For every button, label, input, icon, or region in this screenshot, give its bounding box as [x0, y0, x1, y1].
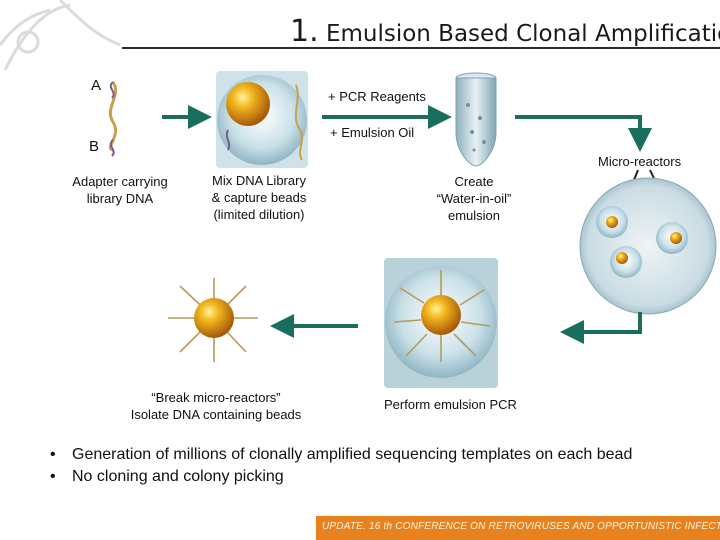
label-b: B [89, 138, 99, 155]
create-caption: Create “Water-in-oil” emulsion [418, 173, 530, 224]
mix-caption-line3: (limited dilution) [204, 206, 314, 223]
stethoscope-watermark [0, 0, 120, 70]
break-caption-line1: “Break micro-reactors” [110, 389, 322, 406]
emulsion-oil-label: + Emulsion Oil [330, 124, 414, 141]
break-caption: “Break micro-reactors” Isolate DNA conta… [110, 389, 322, 423]
pcr-reagents-label: + PCR Reagents [328, 88, 426, 105]
adapter-dna-strand-icon [110, 82, 115, 156]
adapter-caption-line1: Adapter carrying [56, 173, 184, 190]
title-divider [122, 47, 720, 49]
footer-text: UPDATE. 16 th CONFERENCE ON RETROVIRUSES… [322, 521, 720, 532]
create-caption-line1: Create [418, 173, 530, 190]
page-title: 1. Emulsion Based Clonal Amplification [290, 14, 720, 49]
title-text: Emulsion Based Clonal Amplification [326, 21, 720, 47]
create-caption-line3: emulsion [418, 207, 530, 224]
adapter-caption-line2: library DNA [56, 190, 184, 207]
mix-caption-line1: Mix DNA Library [204, 172, 314, 189]
pcr-droplet-image [384, 258, 498, 388]
mix-caption: Mix DNA Library & capture beads (limited… [204, 172, 314, 223]
break-caption-line2: Isolate DNA containing beads [110, 406, 322, 423]
bullet-text: Generation of millions of clonally ampli… [72, 446, 632, 463]
conference-footer: UPDATE. 16 th CONFERENCE ON RETROVIRUSES… [316, 516, 720, 540]
mix-caption-line2: & capture beads [204, 189, 314, 206]
title-number: 1. [290, 14, 319, 49]
micro-reactors-label: Micro-reactors [598, 153, 681, 170]
bead-in-droplet-image [216, 71, 308, 168]
bullet-item: •No cloning and colony picking [50, 466, 632, 488]
arrow-to-micro-reactors [515, 117, 640, 140]
isolated-bead-image [168, 278, 258, 362]
bullet-item: •Generation of millions of clonally ampl… [50, 444, 632, 466]
arrow-to-pcr [572, 312, 640, 332]
pcr-caption: Perform emulsion PCR [384, 396, 517, 413]
micro-reactor-dish-image [580, 170, 716, 314]
label-a: A [91, 77, 101, 94]
bullet-list: •Generation of millions of clonally ampl… [50, 444, 632, 488]
bullet-text: No cloning and colony picking [72, 468, 284, 485]
emulsion-tube-icon [456, 73, 496, 166]
create-caption-line2: “Water-in-oil” [418, 190, 530, 207]
adapter-caption: Adapter carrying library DNA [56, 173, 184, 207]
